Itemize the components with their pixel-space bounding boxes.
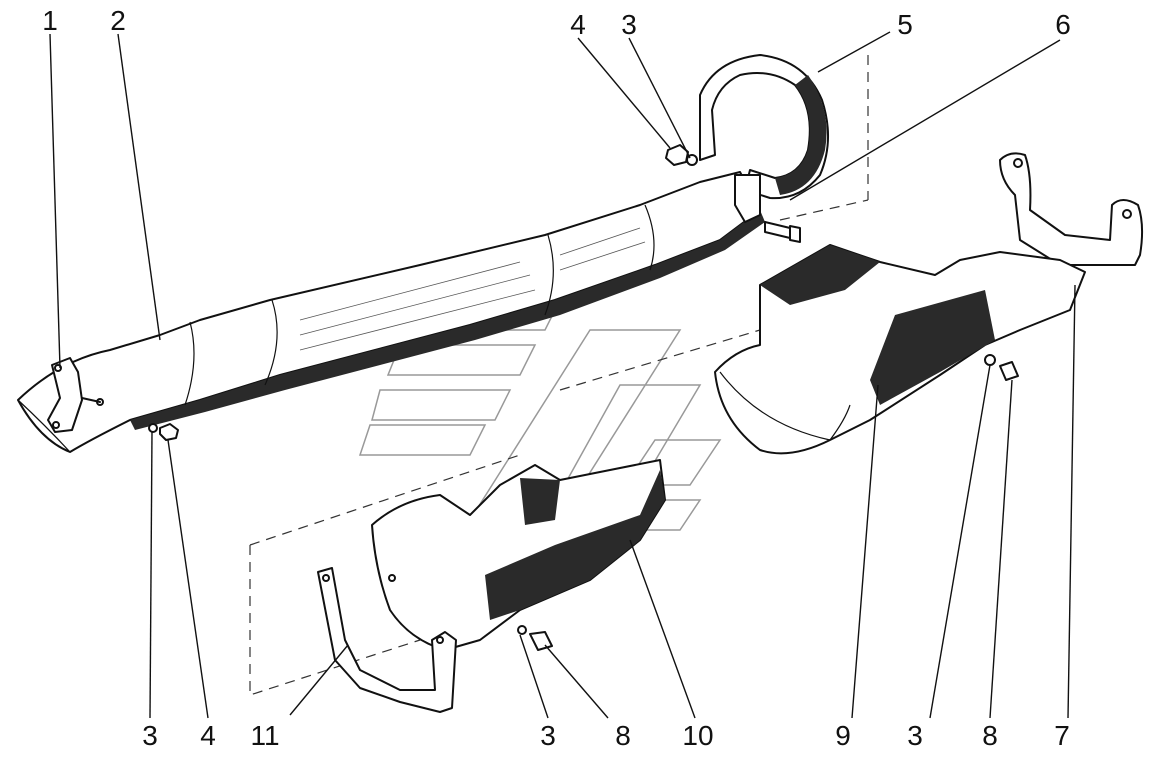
callout-1-top: 1	[42, 5, 58, 36]
callout-labels: 1 2 4 3 5 6 3 4 11 3 8 10 9 3 8 7	[42, 5, 1071, 751]
right-bolt-washer	[984, 354, 1019, 381]
callout-10-bottom: 10	[682, 720, 713, 751]
callout-2-top: 2	[110, 5, 126, 36]
lower-bolt-washer	[517, 625, 553, 651]
callout-5-top: 5	[897, 9, 913, 40]
clamp-ring	[699, 54, 830, 223]
lower-shield-half	[371, 459, 666, 651]
flange-plate	[47, 357, 104, 433]
callout-9-bottom: 9	[835, 720, 851, 751]
top-nut-washer	[665, 144, 698, 166]
clamp-bolt	[764, 221, 801, 243]
callout-3-top: 3	[621, 9, 637, 40]
left-washer-nut	[148, 423, 179, 441]
callout-3-bottom-middle: 3	[540, 720, 556, 751]
leader-lines	[49, 31, 1076, 719]
assembly-axis-lines	[249, 55, 869, 696]
callout-6-top: 6	[1055, 9, 1071, 40]
callout-8-bottom-right: 8	[982, 720, 998, 751]
right-shield-half	[714, 244, 1086, 455]
callout-3-bottom-right: 3	[907, 720, 923, 751]
long-pipe-shield	[17, 171, 765, 453]
lower-flange	[317, 567, 457, 713]
callout-11-bottom: 11	[250, 720, 279, 751]
callout-8-bottom-middle: 8	[615, 720, 631, 751]
mounting-bracket	[999, 152, 1144, 266]
callout-4-top: 4	[570, 9, 586, 40]
callout-3-bottom-left: 3	[142, 720, 158, 751]
callout-4-bottom: 4	[200, 720, 216, 751]
callout-7-bottom: 7	[1054, 720, 1070, 751]
